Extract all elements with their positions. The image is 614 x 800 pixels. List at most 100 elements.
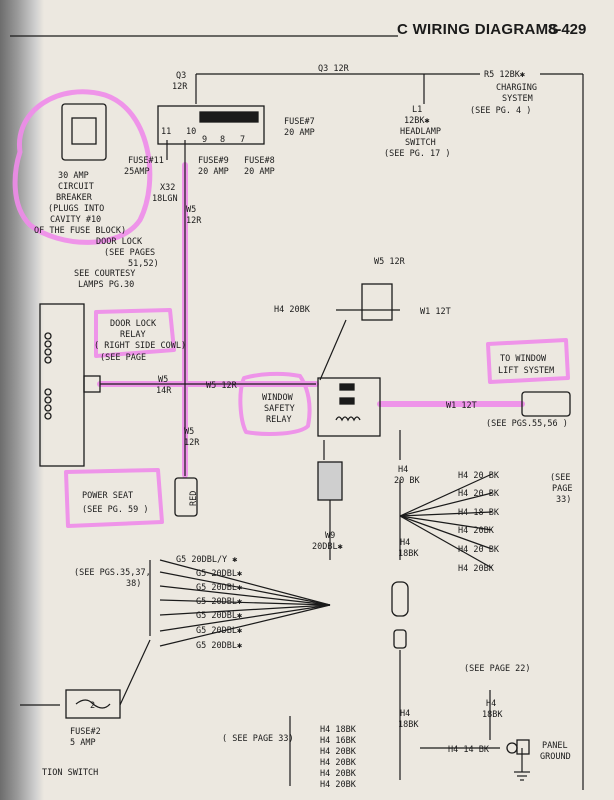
w9-label: W9 xyxy=(325,531,335,541)
panel-ground-label-2: GROUND xyxy=(540,752,571,762)
h4-14bk-label: H4 14 BK xyxy=(448,745,490,755)
fuse-block-cavity-8: 8 xyxy=(220,135,225,145)
fuse11-amp-label: 25AMP xyxy=(124,167,150,177)
fuse-7-slot xyxy=(199,111,259,123)
breaker-label-2: CIRCUIT xyxy=(58,182,94,192)
charging-label-1: CHARGING xyxy=(496,83,537,93)
relay-contact-2 xyxy=(339,397,355,405)
h4-bottom-branch-3: H4 20BK xyxy=(320,747,357,757)
relay-coil-2 xyxy=(44,340,52,348)
h4-bottom-label: H4 xyxy=(400,709,410,719)
breaker-terminal xyxy=(71,117,97,145)
fuse7-amp-label: 20 AMP xyxy=(284,128,315,138)
relay-label-4: (SEE PAGE xyxy=(100,353,146,363)
fuse-2-holder xyxy=(65,689,121,719)
breaker-highlight-circle xyxy=(12,89,153,245)
window-safety-label-2: SAFETY xyxy=(264,404,295,414)
page-number: 8-429 xyxy=(548,21,587,38)
h4-mid-label: H4 xyxy=(398,465,408,475)
see-pgs-label-1: (SEE PGS.35,37, xyxy=(74,568,151,578)
fuse11-label: FUSE#11 xyxy=(128,156,164,166)
window-safety-label-3: RELAY xyxy=(266,415,292,425)
h4-branch-2: H4 20 BK xyxy=(458,489,500,499)
relay-coil-4 xyxy=(44,356,52,364)
q3-12r-label: 12R xyxy=(172,82,188,92)
see33-label-2: PAGE xyxy=(552,484,572,494)
fuse2-label: FUSE#2 xyxy=(70,727,101,737)
wiring-lines xyxy=(10,35,584,790)
doorlock-label: DOOR LOCK xyxy=(96,237,143,247)
w1-12t-label: W1 12T xyxy=(446,401,477,411)
h4-bottom-branch-4: H4 20BK xyxy=(320,758,357,768)
h4-bullet-connector xyxy=(393,629,407,649)
relay-coil-5 xyxy=(44,388,52,396)
charging-see-label: (SEE PG. 4 ) xyxy=(470,106,531,116)
power-seat-label: POWER SEAT xyxy=(82,491,133,501)
q3-label: Q3 xyxy=(176,71,186,81)
lift-highlight-box xyxy=(486,338,570,384)
fuse2-number: 2 xyxy=(90,701,95,711)
panel-ground-lug xyxy=(516,739,530,755)
relay-label-1: DOOR LOCK xyxy=(110,319,157,329)
relay-label-2: RELAY xyxy=(120,330,146,340)
power-seat-connector xyxy=(174,477,198,517)
charging-label-2: SYSTEM xyxy=(502,94,533,104)
headlamp-label-2: SWITCH xyxy=(405,138,436,148)
h4-bottom-branch-6: H4 20BK xyxy=(320,780,357,790)
h4-inline-connector xyxy=(391,581,409,617)
h4-right-wire: 18BK xyxy=(482,710,503,720)
relay-coil-6 xyxy=(44,396,52,404)
w5-top-wire: 12R xyxy=(186,216,202,226)
fuse-block-cavity-11: 11 xyxy=(161,127,171,137)
relay-label-3: ( RIGHT SIDE COWL) xyxy=(94,341,186,351)
relay-coil-3 xyxy=(44,348,52,356)
breaker-label-5: CAVITY #10 xyxy=(50,215,101,225)
relay-coil-8 xyxy=(44,412,52,420)
w5-12r-mid-label: W5 12R xyxy=(206,381,238,391)
see22-label: (SEE PAGE 22) xyxy=(464,664,531,674)
w5-connector-label: W5 12R xyxy=(374,257,406,267)
w5-bottom-label: W5 xyxy=(184,427,194,437)
headlamp-label-1: HEADLAMP xyxy=(400,127,441,137)
w1-connector-label: W1 12T xyxy=(420,307,451,317)
fuse8-amp-label: 20 AMP xyxy=(244,167,275,177)
fuse9-label: FUSE#9 xyxy=(198,156,229,166)
ignition-switch-label: TION SWITCH xyxy=(42,768,98,778)
r5-wire-label: R5 12BK✱ xyxy=(484,70,525,80)
w9-wire-label: 20DBL✱ xyxy=(312,542,343,552)
doorlock-pages-label: 51,52) xyxy=(128,259,159,269)
h4-bottom-branch-5: H4 20BK xyxy=(320,769,357,779)
w5-14r-wire: 14R xyxy=(156,386,172,396)
courtesy-label: SEE COURTESY xyxy=(74,269,135,279)
panel-ground-terminal xyxy=(506,742,518,754)
door-lock-relay-body xyxy=(39,303,85,467)
breaker-label-1: 30 AMP xyxy=(58,171,89,181)
l1-wire-label: 12BK✱ xyxy=(404,116,430,126)
x32-wire-label: 18LGN xyxy=(152,194,178,204)
components xyxy=(39,103,571,755)
window-safety-relay-body xyxy=(317,377,381,437)
power-seat-highlight-box xyxy=(64,468,164,528)
power-seat-see-label: (SEE PG. 59 ) xyxy=(82,505,149,515)
window-safety-label-1: WINDOW xyxy=(262,393,294,403)
relay-coil xyxy=(335,416,361,422)
h4-mid-wire: 20 BK xyxy=(394,476,420,486)
g5-wire-7: G5 20DBL✱ xyxy=(196,641,242,651)
x32-label: X32 xyxy=(160,183,175,193)
circuit-breaker-body xyxy=(61,103,107,161)
panel-ground-label-1: PANEL xyxy=(542,741,568,751)
breaker-label-4: (PLUGS INTO xyxy=(48,204,104,214)
fuse8-label: FUSE#8 xyxy=(244,156,275,166)
fuse-block-cavity-7: 7 xyxy=(240,135,245,145)
h4-branch-3: H4 18 BK xyxy=(458,508,500,518)
g5-wire-5: G5 20DBL✱ xyxy=(196,611,242,621)
fuse7-label: FUSE#7 xyxy=(284,117,315,127)
fuse-block xyxy=(157,105,265,145)
h4-18bk-label: H4 xyxy=(400,538,410,548)
fuse-block-cavity-9: 9 xyxy=(202,135,207,145)
g5-wire-3: G5 20DBL✱ xyxy=(196,583,242,593)
g5-wire-4: G5 20DBL✱ xyxy=(196,597,242,607)
breaker-label-3: BREAKER xyxy=(56,193,93,203)
